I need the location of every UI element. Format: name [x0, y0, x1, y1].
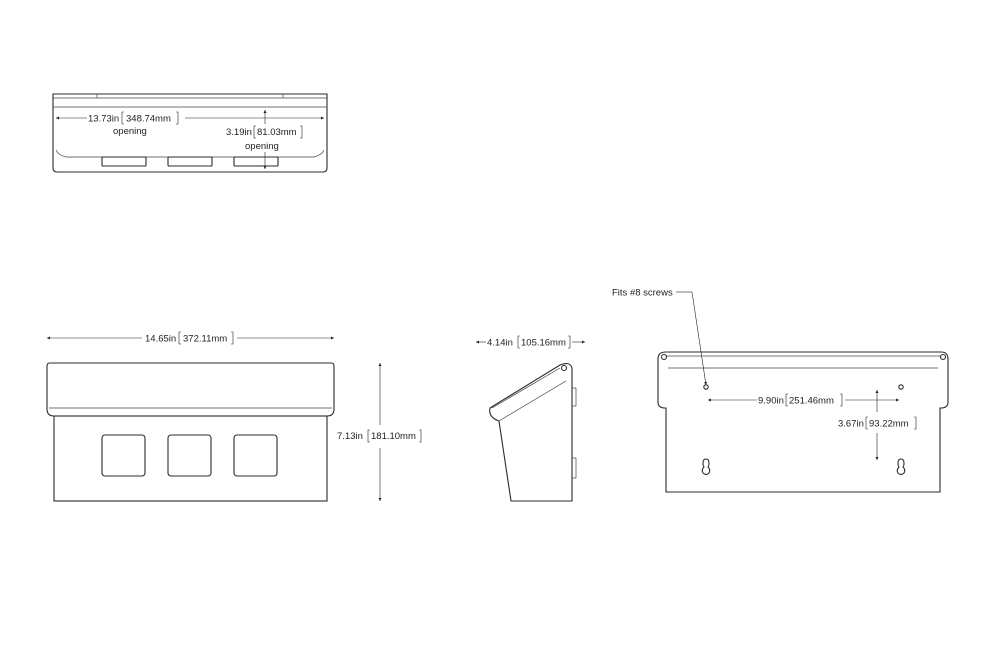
opening-width-inch: 13.73in — [88, 114, 119, 125]
opening-width-mm: 348.74mm — [126, 114, 171, 125]
hole-spacing-inch: 9.90in — [758, 396, 784, 407]
hole-spacing-mm: 251.46mm — [789, 396, 834, 407]
overall-width-inch: 14.65in — [145, 334, 176, 345]
overall-width-mm: 372.11mm — [183, 334, 227, 345]
hole-vertical-mm: 93.22mm — [869, 419, 909, 430]
overall-depth-inch: 4.14in — [487, 338, 513, 349]
opening-depth-mm: 81.03mm — [257, 127, 297, 138]
overall-height-inch: 7.13in — [337, 431, 363, 442]
screw-note: Fits #8 screws — [612, 288, 673, 299]
rear-view: Fits #8 screws 9.90in 251.46mm 3.67in 93… — [612, 288, 949, 493]
side-view: 4.14in 105.16mm — [476, 335, 585, 502]
opening-width-label: opening — [113, 126, 147, 137]
opening-depth-inch: 3.19in — [226, 127, 252, 138]
hole-vertical-inch: 3.67in — [838, 419, 864, 430]
overall-height-mm: 181.10mm — [371, 431, 416, 442]
overall-depth-mm: 105.16mm — [521, 338, 566, 349]
front-view: 14.65in 372.11mm 7.13in 181.10mm — [46, 331, 422, 502]
top-view: 13.73in 348.74mm opening 3.19in 81.03mm … — [52, 93, 328, 173]
opening-depth-label: opening — [245, 141, 279, 152]
